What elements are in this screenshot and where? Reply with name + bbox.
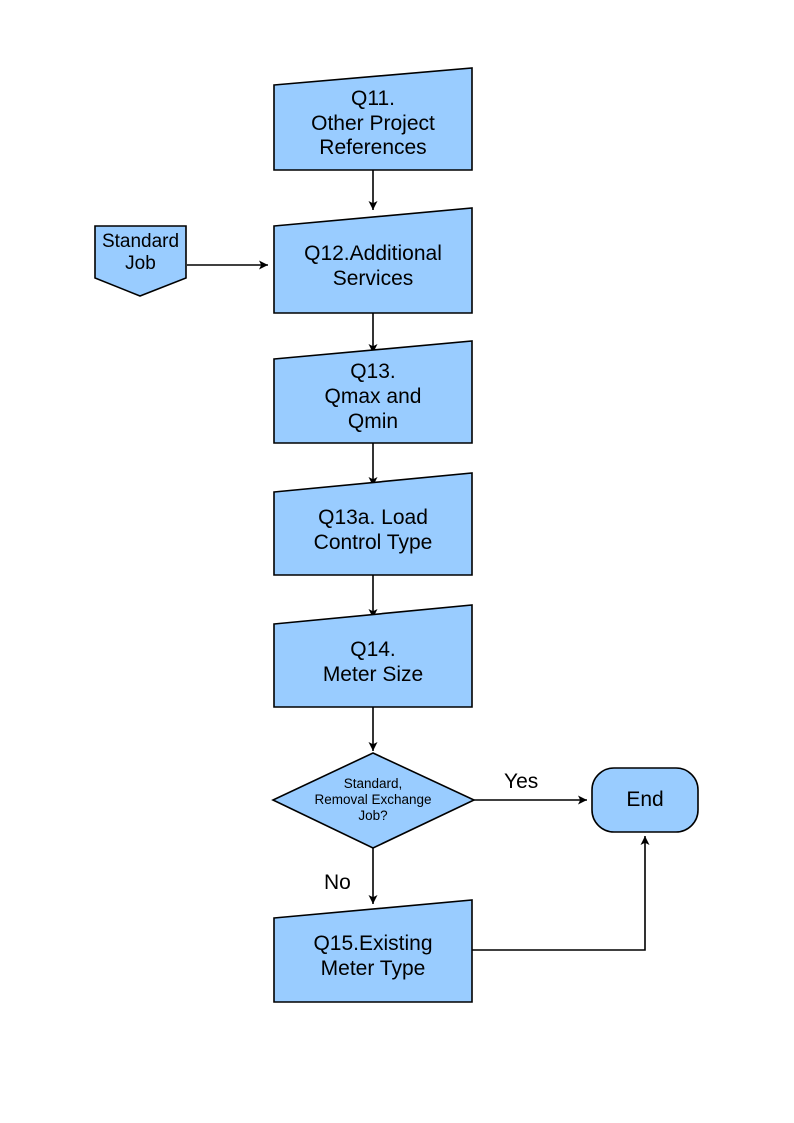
connector-layer [187, 170, 650, 951]
node-q15-shape[interactable] [273, 899, 473, 1003]
shape-layer [94, 67, 699, 1003]
node-decision-shape[interactable] [271, 752, 476, 849]
edge-label-yes: Yes [504, 770, 539, 793]
edge-label-no: No [324, 871, 351, 894]
node-q13a-shape[interactable] [273, 472, 473, 576]
node-q11-shape[interactable] [273, 67, 473, 171]
node-q14-shape[interactable] [273, 604, 473, 708]
node-standard-job-shape[interactable] [94, 225, 187, 297]
node-q13-shape[interactable] [273, 340, 473, 444]
edge-q15-to-end [472, 836, 650, 951]
node-end-shape[interactable] [591, 767, 699, 833]
node-q12-shape[interactable] [273, 207, 473, 314]
